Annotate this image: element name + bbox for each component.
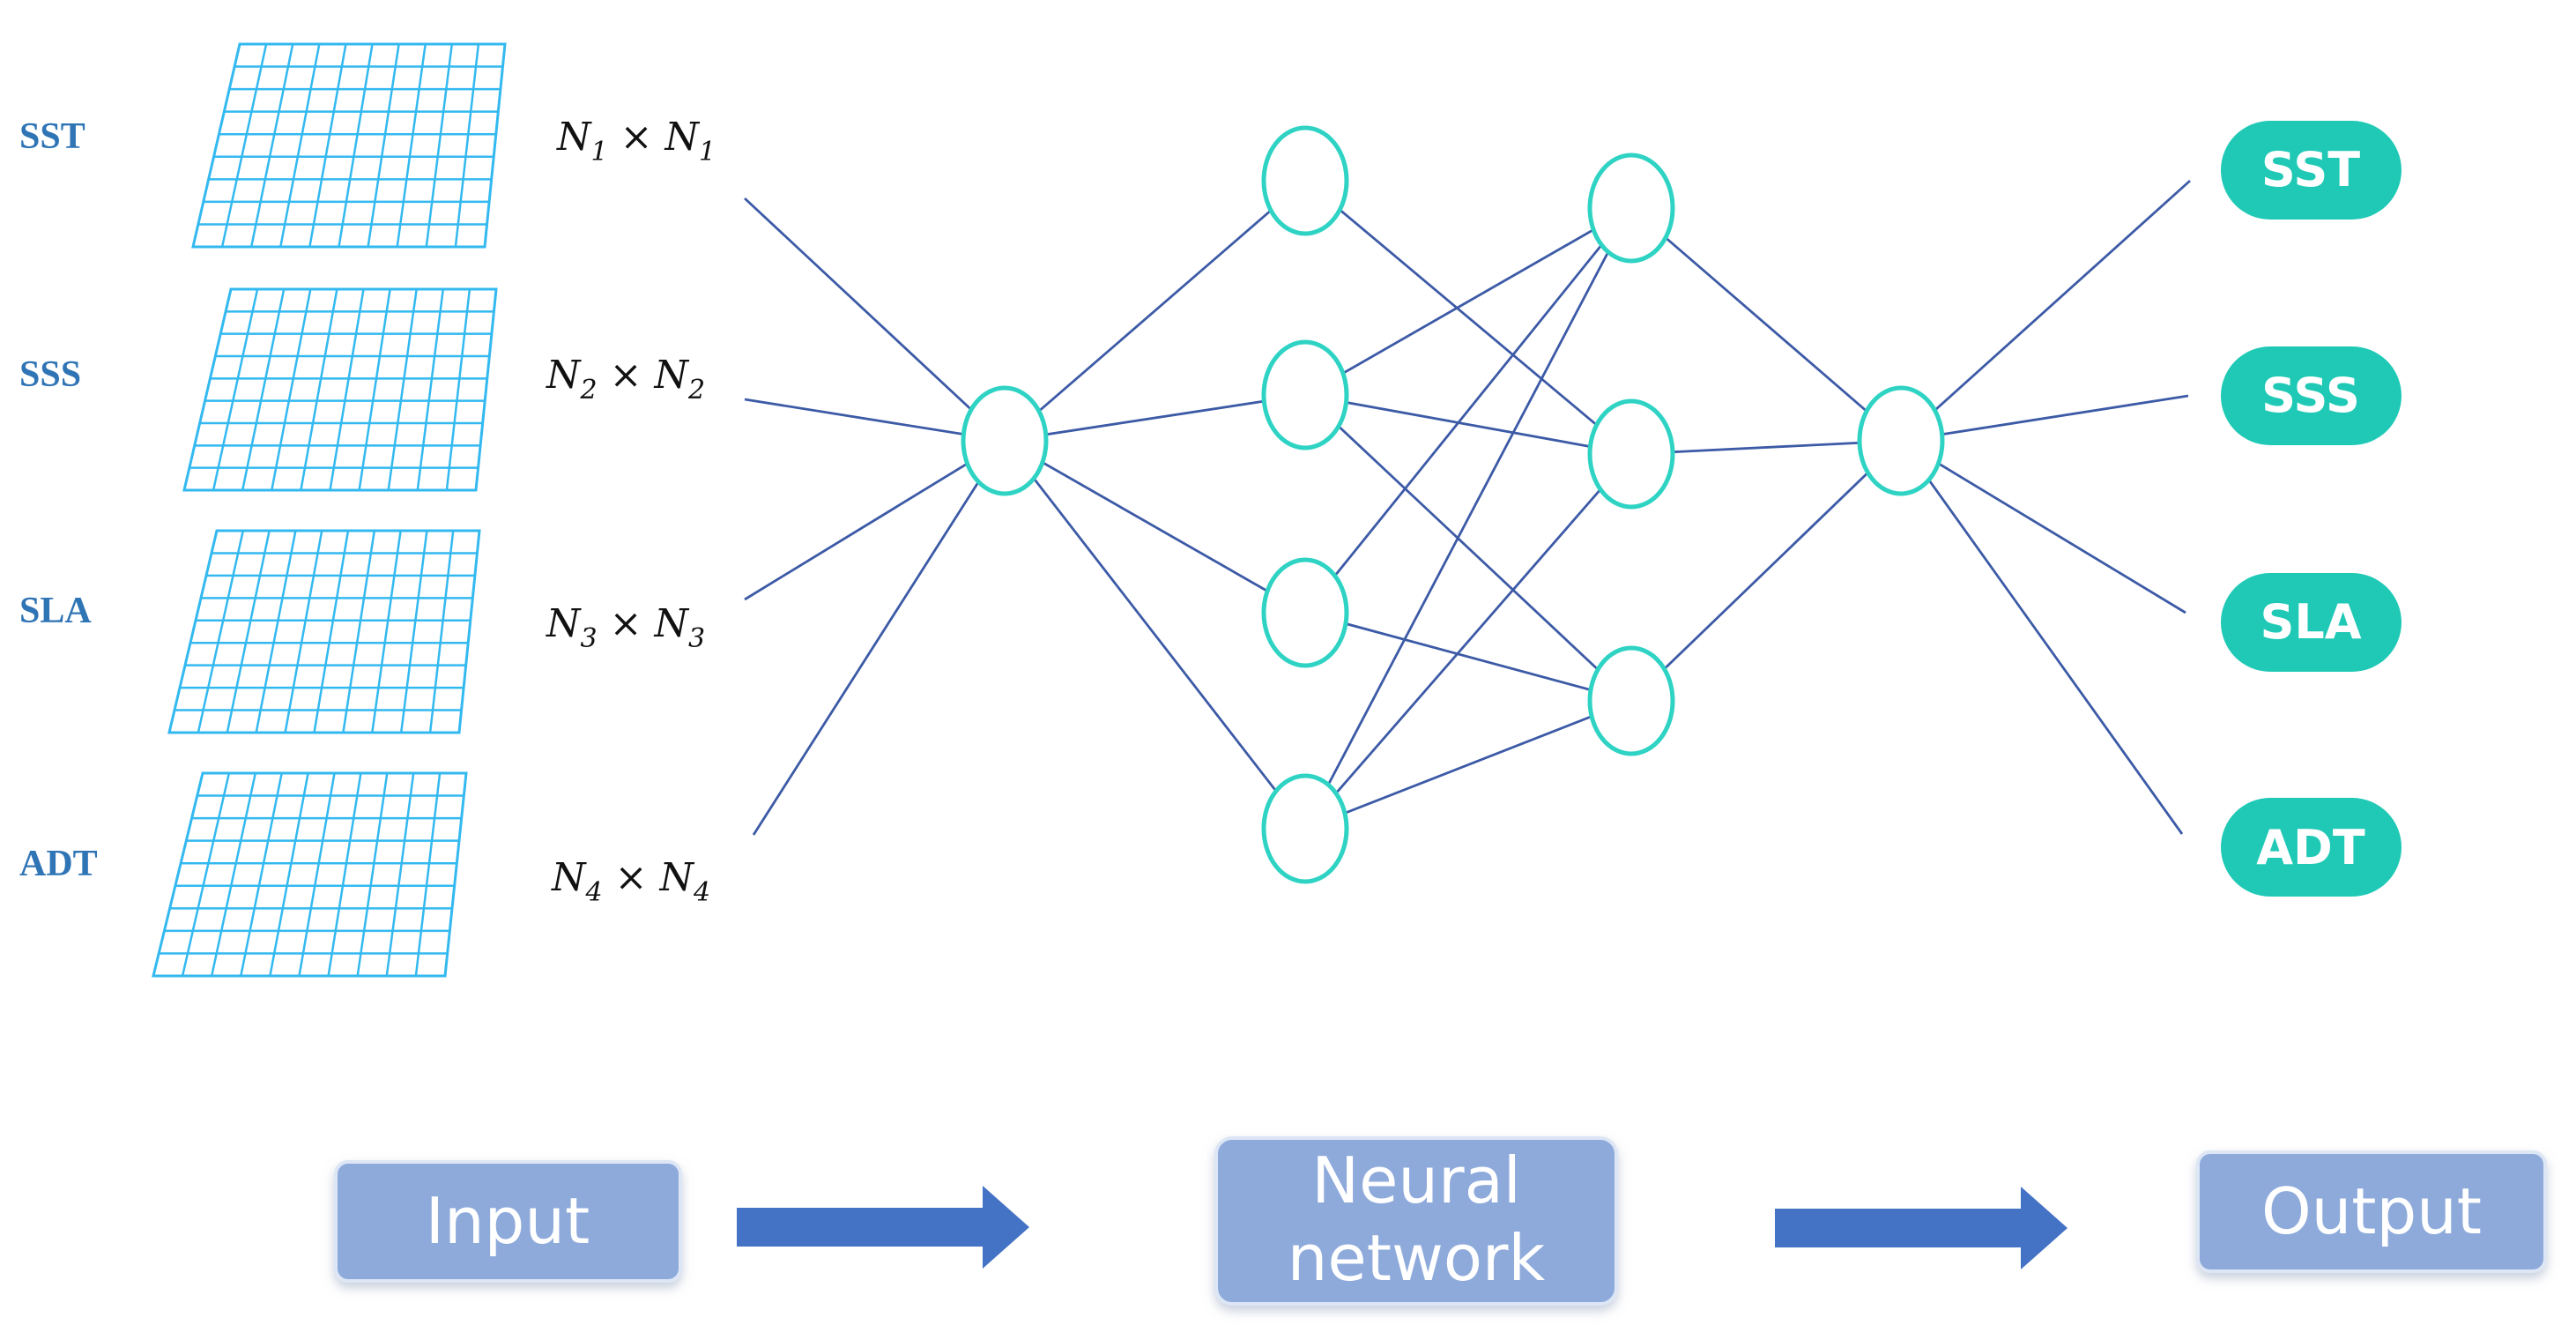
grid-line (240, 772, 283, 977)
stage-input: Input (334, 1160, 682, 1283)
network-edge (1004, 179, 1306, 443)
grid-line (241, 288, 286, 491)
network-edge (744, 439, 1006, 601)
dim-label-2: N2×N2 (546, 353, 705, 406)
grid-line (271, 288, 312, 491)
node-b1 (1261, 125, 1349, 236)
stage-neural-network: Neural network (1214, 1136, 1618, 1306)
grid-line (387, 288, 418, 491)
node-c2 (1587, 398, 1675, 510)
network-edge (1630, 439, 1902, 456)
network-edge (1900, 394, 2189, 443)
network-edges (744, 179, 2191, 836)
grid-line (197, 530, 245, 733)
input-label-adt: ADT (19, 844, 98, 884)
network-edge (1900, 439, 2186, 614)
output-label-sla: SLA (2260, 594, 2361, 650)
input-label-sst: SST (19, 116, 85, 157)
node-c1 (1587, 153, 1675, 264)
grid-line (371, 530, 402, 733)
network-edge (1304, 393, 1632, 703)
output-sla: SLA (2221, 573, 2402, 672)
network-edge (1303, 207, 1633, 830)
grid-line (396, 43, 427, 248)
stage-neural-label-line1: Neural (1311, 1143, 1521, 1217)
network-edge (1304, 699, 1632, 830)
grid-line (226, 530, 271, 733)
dim-label-3: N3×N3 (546, 601, 705, 654)
grid-line (425, 43, 454, 248)
dim-label-4: N4×N4 (551, 855, 710, 908)
network-edge (1304, 611, 1632, 703)
node-b3 (1261, 557, 1349, 668)
output-label-sss: SSS (2261, 368, 2360, 423)
grid-line (269, 772, 309, 977)
network-edge (1303, 453, 1633, 830)
input-grids (152, 42, 507, 978)
grid-line (329, 288, 365, 491)
network-edge (1630, 206, 1902, 443)
network-nodes (961, 125, 1945, 884)
network-edge (1900, 179, 2191, 443)
network-edge (1304, 393, 1632, 456)
network-edge (744, 197, 1006, 443)
grid-line (428, 530, 455, 733)
grid-line (399, 530, 428, 733)
network-edge (752, 440, 1006, 836)
output-label-sst: SST (2261, 142, 2360, 197)
stage-input-label: Input (426, 1184, 590, 1258)
grid-line (385, 772, 415, 977)
node-d (1857, 385, 1945, 496)
grid-line (249, 43, 294, 248)
network-edge (1004, 393, 1306, 443)
grid-line (454, 43, 480, 248)
dim-label-1: N1×N1 (556, 115, 716, 168)
grid-line (212, 288, 259, 491)
network-edge (1003, 440, 1307, 830)
grid-line (181, 772, 231, 977)
grid-line (308, 43, 347, 248)
output-sst: SST (2221, 121, 2402, 220)
grid-line (356, 772, 389, 977)
grid-line (210, 772, 257, 977)
network-edge (1303, 207, 1633, 614)
grid-line (338, 43, 374, 248)
network-edge (744, 398, 1006, 443)
arrow-network-to-output (1775, 1187, 2067, 1269)
grid-line (313, 530, 350, 733)
node-a (961, 385, 1049, 496)
stage-neural-label-line2: network (1288, 1221, 1546, 1295)
grid-line (358, 288, 391, 491)
grid-line (300, 288, 338, 491)
grid-line (342, 530, 376, 733)
node-c3 (1587, 645, 1675, 756)
node-b4 (1261, 773, 1349, 884)
grid-line (367, 43, 400, 248)
stage-output-label: Output (2261, 1174, 2482, 1248)
grid-line (416, 288, 445, 491)
network-edge (1899, 440, 2184, 835)
input-label-sss: SSS (19, 354, 81, 395)
output-label-adt: ADT (2256, 820, 2365, 875)
grid-line (279, 43, 321, 248)
grid-line (298, 772, 336, 977)
grid-line (255, 530, 297, 733)
node-b2 (1261, 339, 1349, 450)
output-adt: ADT (2221, 798, 2402, 897)
grid-line (327, 772, 362, 977)
grid-line (414, 772, 442, 977)
network-edge (1304, 179, 1632, 456)
input-label-sla: SLA (19, 591, 92, 631)
grid-line (445, 288, 471, 491)
network-edge (1004, 439, 1306, 614)
grid-line (220, 43, 268, 248)
grid-line (284, 530, 323, 733)
stage-output: Output (2196, 1150, 2547, 1273)
network-edge (1630, 439, 1902, 703)
arrow-input-to-network (737, 1186, 1029, 1269)
network-edge (1304, 206, 1632, 397)
output-sss: SSS (2221, 346, 2402, 445)
